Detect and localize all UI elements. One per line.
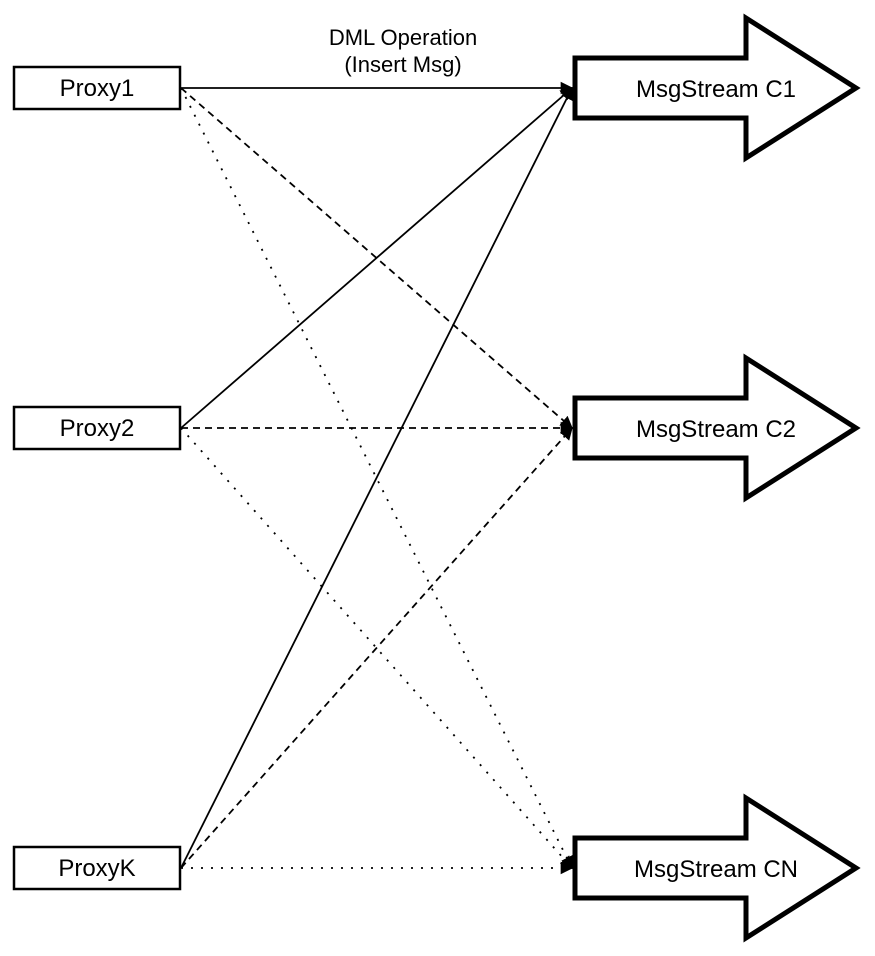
- proxy1-label: Proxy1: [60, 75, 135, 102]
- edge-group: [180, 81, 574, 875]
- stream-cn-label: MsgStream CN: [634, 856, 798, 883]
- stream-c1-label: MsgStream C1: [636, 76, 796, 103]
- stream-node-c1: MsgStream C1: [572, 13, 861, 163]
- proxy-node-1: Proxy1: [12, 65, 182, 111]
- stream-c2-label: MsgStream C2: [636, 416, 796, 443]
- proxyk-box: [12, 845, 182, 891]
- proxy2-box: [12, 405, 182, 451]
- edge-proxy1-stream-c2-dashed: [180, 87, 573, 429]
- proxy-node-k: ProxyK: [12, 845, 182, 891]
- proxy2-label: Proxy2: [60, 415, 135, 442]
- diagram-title-line2: (Insert Msg): [344, 52, 461, 77]
- edge-proxy2-stream-c1-solid: [180, 87, 573, 429]
- stream-node-c2: MsgStream C2: [572, 353, 861, 503]
- proxy-node-2: Proxy2: [12, 405, 182, 451]
- stream-c1-arrow-shape: [572, 13, 861, 163]
- diagram-title-line1: DML Operation: [329, 25, 477, 50]
- stream-cn-arrow-shape: [572, 793, 861, 943]
- edge-proxyk-stream-c1-solid: [180, 86, 573, 869]
- stream-node-cn: MsgStream CN: [572, 793, 861, 943]
- edge-proxy2-stream-cn-dotted: [180, 427, 573, 869]
- proxyk-label: ProxyK: [58, 855, 135, 882]
- stream-c2-arrow-shape: [572, 353, 861, 503]
- proxy1-box: [12, 65, 182, 111]
- edge-proxyk-stream-c2-dashed: [180, 427, 573, 869]
